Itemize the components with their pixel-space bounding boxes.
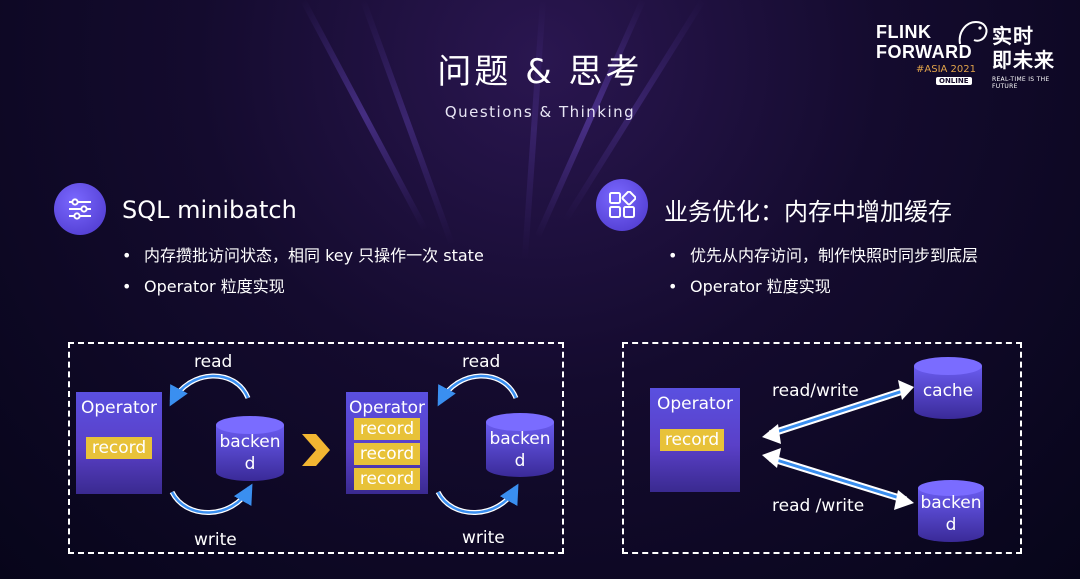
logo-online-badge: ONLINE <box>936 77 972 85</box>
backend-label: backen d <box>219 432 281 474</box>
operator-label: Operator <box>80 398 158 418</box>
read-label: read <box>194 352 233 372</box>
list-item: 内存攒批访问状态，相同 key 只操作一次 state <box>122 246 484 277</box>
slide-title-block: 问题 & 思考 Questions & Thinking <box>0 44 1080 121</box>
operator-label: Operator <box>348 398 426 418</box>
record-chip: record <box>86 437 152 459</box>
record-chip: record <box>354 443 420 465</box>
write-label: write <box>194 530 237 550</box>
write-arrow-inner <box>170 483 253 514</box>
logo-tagline: REAL-TIME IS THE FUTURE <box>992 76 1050 90</box>
left-bullet-list: 内存攒批访问状态，相同 key 只操作一次 state Operator 粒度实… <box>122 246 484 308</box>
logo-cn-line2: 即未来 <box>992 48 1055 72</box>
logo-wordmark: FLINK FORWARD <box>876 22 972 62</box>
logo-forward-text: FORWARD <box>876 42 973 62</box>
left-section-title: SQL minibatch <box>122 196 297 224</box>
write-label: write <box>462 528 505 548</box>
database-cylinder-icon <box>216 416 284 481</box>
list-item: Operator 粒度实现 <box>668 277 978 308</box>
logo-asia-text: #ASIA 2021 <box>916 64 976 75</box>
database-cylinder-icon <box>918 480 984 542</box>
flink-forward-logo: FLINK FORWARD #ASIA 2021 ONLINE 实时 即未来 R… <box>876 20 1066 90</box>
record-chip: record <box>660 429 724 451</box>
write-arrow <box>435 486 519 515</box>
read-arrow-inner <box>169 374 250 407</box>
backend-read-write-arrow <box>762 448 914 510</box>
cache-read-write-arrow <box>762 380 914 444</box>
cache-cylinder-icon <box>914 357 982 419</box>
slide-title: 问题 & 思考 <box>437 52 643 92</box>
record-chip: record <box>354 418 420 440</box>
apps-grid-icon <box>596 179 648 231</box>
write-arrow <box>169 486 253 515</box>
database-cylinder-icon <box>486 413 554 477</box>
list-item: 优先从内存访问，制作快照时同步到底层 <box>668 246 978 277</box>
read-write-label: read /write <box>772 496 865 516</box>
sliders-icon <box>54 183 106 235</box>
list-item: Operator 粒度实现 <box>122 277 484 308</box>
write-arrow-inner <box>436 483 519 514</box>
logo-chinese-slogan: 实时 即未来 <box>992 24 1055 72</box>
read-arrow-inner <box>437 374 518 407</box>
right-section-title: 业务优化：内存中增加缓存 <box>664 198 952 226</box>
chevron-right-icon <box>302 434 330 466</box>
logo-cn-line1: 实时 <box>992 24 1034 48</box>
backend-label: backen d <box>489 429 551 471</box>
backend-label: backen d <box>920 493 982 535</box>
minibatch-diagram <box>68 342 564 554</box>
squirrel-icon <box>958 20 988 45</box>
operator-label: Operator <box>656 394 734 414</box>
cache-diagram <box>622 342 1022 554</box>
logo-flink-text: FLINK <box>876 22 932 42</box>
read-write-label: read/write <box>772 381 859 401</box>
slide-subtitle: Questions & Thinking <box>444 103 636 121</box>
record-chip: record <box>354 468 420 490</box>
read-label: read <box>462 352 501 372</box>
right-bullet-list: 优先从内存访问，制作快照时同步到底层 Operator 粒度实现 <box>668 246 978 308</box>
cache-label: cache <box>922 381 974 401</box>
